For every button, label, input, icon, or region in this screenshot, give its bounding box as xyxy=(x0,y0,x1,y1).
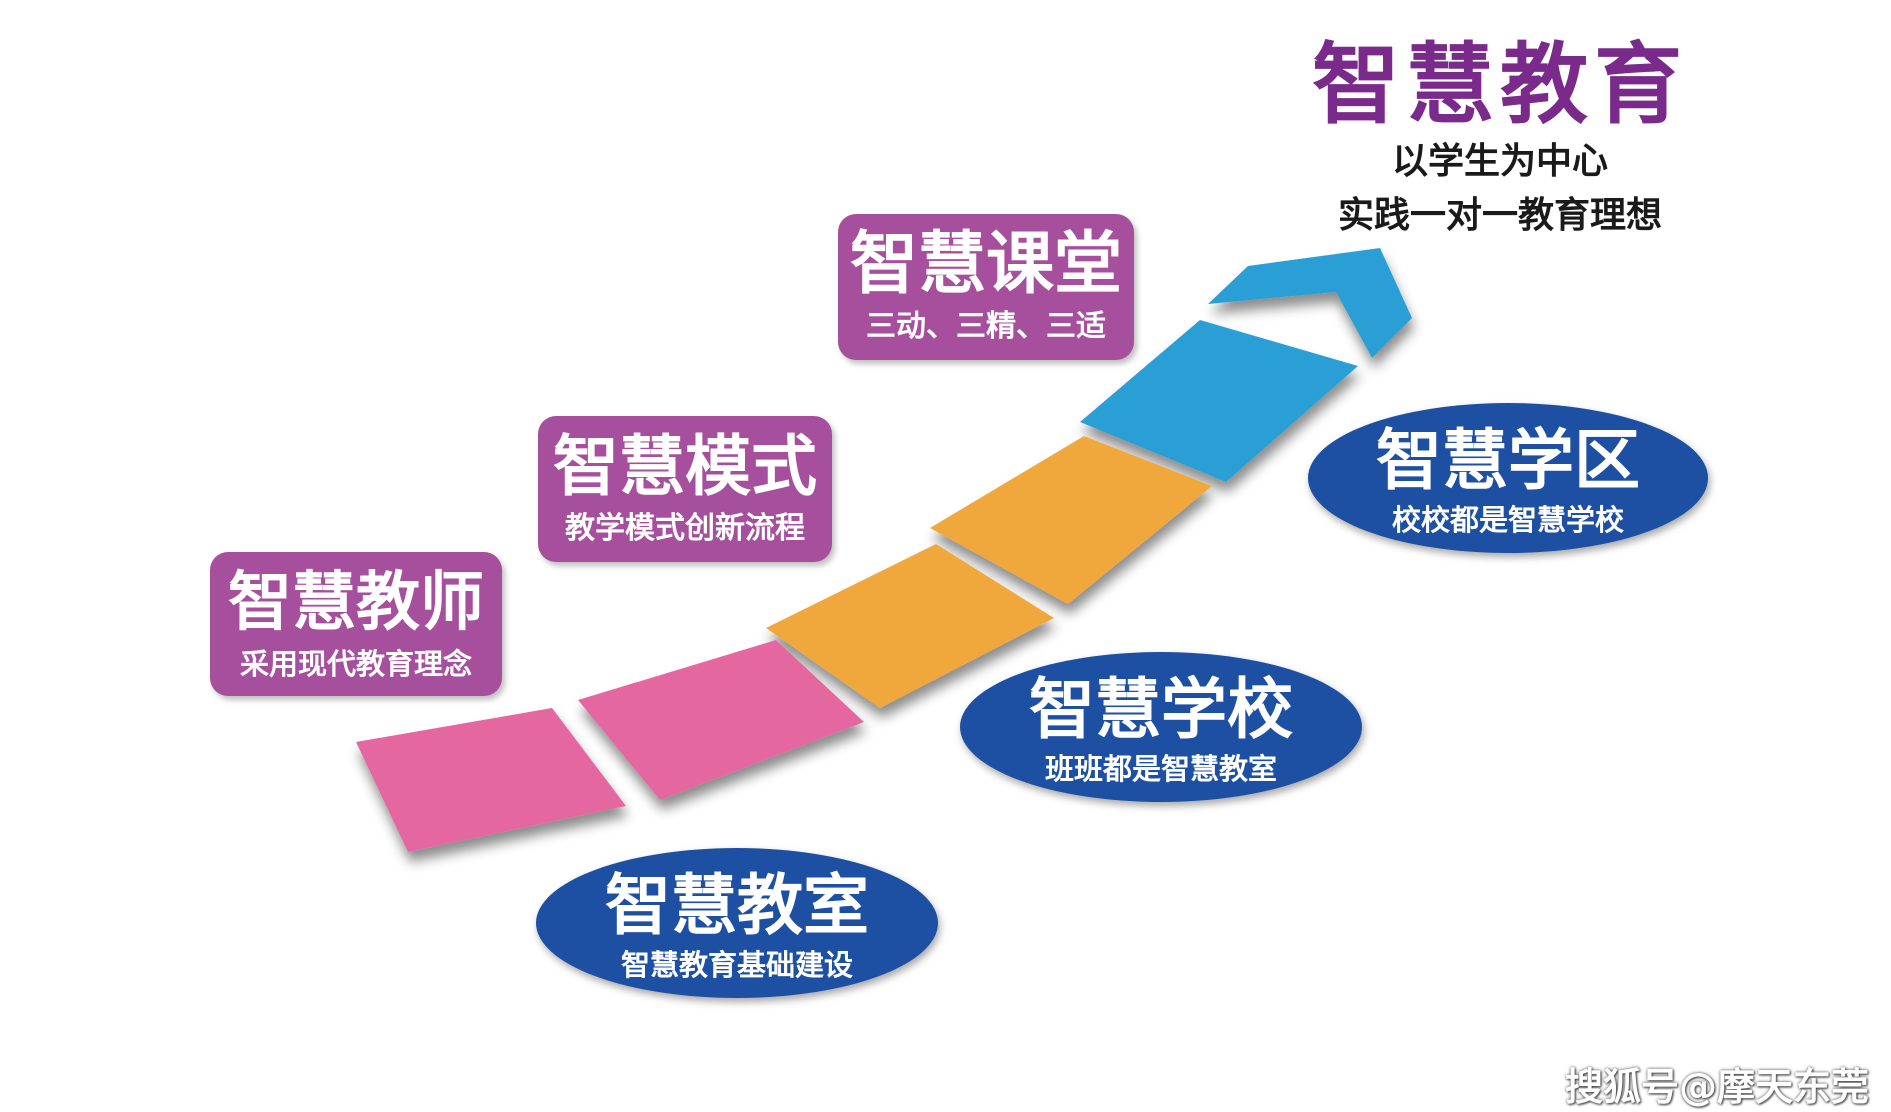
step-tile-5 xyxy=(1080,320,1358,482)
watermark: 搜狐号@摩天东莞 xyxy=(1565,1065,1870,1109)
goal-line-2: 实践一对一教育理想 xyxy=(1337,194,1662,236)
label-subtitle: 班班都是智慧教室 xyxy=(1044,752,1277,786)
label-smart-school: 智慧学校 班班都是智慧教室 xyxy=(960,652,1362,802)
goal-block: 智慧教育 以学生为中心 实践一对一教育理想 xyxy=(1250,34,1750,242)
label-title: 智慧学校 xyxy=(1029,670,1293,748)
goal-title: 智慧教育 xyxy=(1311,32,1688,136)
label-title: 智慧学区 xyxy=(1376,421,1640,499)
step-tile-1 xyxy=(356,708,626,852)
step-tile-3 xyxy=(766,544,1054,708)
goal-line-1: 以学生为中心 xyxy=(1391,140,1608,182)
step-tile-2 xyxy=(578,640,864,800)
label-subtitle: 校校都是智慧学校 xyxy=(1391,503,1624,537)
label-subtitle: 智慧教育基础建设 xyxy=(620,948,853,982)
label-title: 智慧模式 xyxy=(553,427,817,505)
label-smart-mode: 智慧模式 教学模式创新流程 xyxy=(538,416,832,562)
label-subtitle: 教学模式创新流程 xyxy=(565,511,805,546)
label-title: 智慧教师 xyxy=(228,565,484,640)
label-subtitle: 三动、三精、三适 xyxy=(866,309,1106,344)
label-title: 智慧课堂 xyxy=(849,224,1122,304)
step-tile-4 xyxy=(930,436,1212,604)
label-smart-classroom: 智慧课堂 三动、三精、三适 xyxy=(838,214,1134,360)
label-smart-room: 智慧教室 智慧教育基础建设 xyxy=(536,848,938,998)
label-title: 智慧教室 xyxy=(605,866,869,944)
label-smart-teacher: 智慧教师 采用现代教育理念 xyxy=(210,552,502,696)
label-smart-district: 智慧学区 校校都是智慧学校 xyxy=(1308,403,1708,553)
label-subtitle: 采用现代教育理念 xyxy=(239,647,472,681)
arrow-head xyxy=(1208,248,1412,358)
